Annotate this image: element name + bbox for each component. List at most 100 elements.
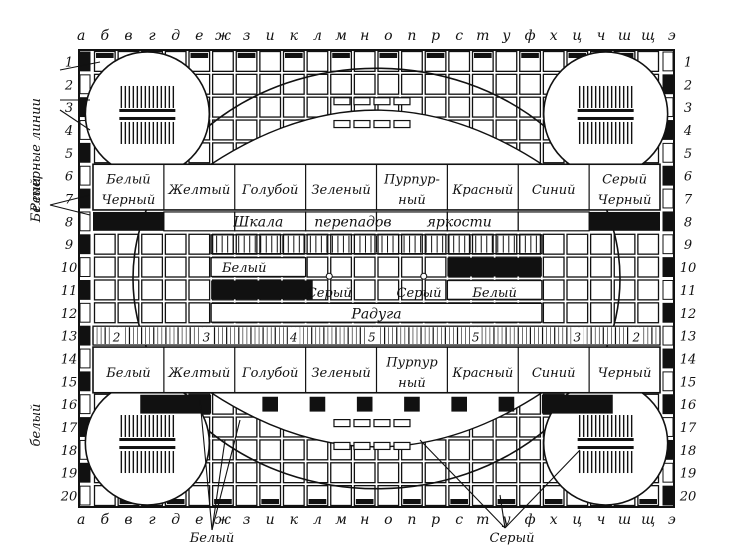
grid-cell [117,256,140,278]
grid-cell [424,256,447,278]
band-top-label: Желтый [167,183,230,198]
column-label-bottom: э [668,512,676,528]
gradient-label: Белый [471,286,516,301]
band-bottom-label: Голубой [241,366,298,381]
grid-cell [400,462,423,484]
grid-cell [471,462,494,484]
black-bar-left [140,394,212,414]
grid-cell [589,279,612,301]
grid-cell [400,279,423,301]
column-label-top: ц [572,28,582,44]
grid-cell [495,462,518,484]
row-label-right: 5 [684,147,692,162]
bottom-dash [497,499,516,504]
grid-cell [542,233,565,255]
center-block-bottom [353,419,371,428]
edge-block-right [662,302,674,323]
resolution-bar [119,446,176,450]
leader-line [211,419,241,531]
column-label-top: д [171,28,180,44]
grid-cell [306,256,329,278]
band-top-label-line2: Черный [598,193,652,208]
black-square [498,396,515,412]
row-label-left: 20 [60,490,78,505]
grid-cell [400,73,423,95]
column-label-bottom: ф [525,512,536,528]
grid-cell [353,462,376,484]
column-label-bottom: ц [572,512,582,528]
edge-block-left [79,165,91,186]
band-top-label: Пурпур- [383,173,440,188]
grid-cell [542,279,565,301]
edge-block-right [662,280,674,300]
grid-cell [424,96,447,118]
row-label-left: 7 [65,193,74,208]
scale-label: Шкала [232,214,283,230]
top-dash [190,53,209,58]
freq-mark: 5 [368,330,376,344]
row-label-right: 7 [684,193,693,208]
grid-cell [164,279,187,301]
column-label-bottom: к [290,512,299,528]
column-label-top: щ [641,28,655,44]
resolution-circle-bottom-left-wedges [119,415,176,474]
grid-cell [306,439,329,461]
edge-block-right [662,74,674,95]
column-label-top: ж [215,28,231,44]
grid-cell [542,50,565,73]
grid-cell [613,233,636,255]
column-label-top: у [501,28,511,44]
edge-block-left [79,302,91,323]
center-block-top [333,119,351,129]
edge-block-left [79,485,91,506]
grid-cell [353,279,376,301]
edge-block-left [79,371,91,392]
scale-black-left [93,211,164,231]
freq-mark-bg [287,327,300,345]
grid-cell [495,416,518,438]
row-label-right: 6 [684,170,692,185]
resolution-bar [577,438,634,442]
grid-cell [259,50,282,73]
band-bottom-label: Белый [105,366,150,381]
grid-cell [117,279,140,301]
row-label-left: 19 [61,467,78,482]
grid-cell [188,256,211,278]
grid-cell [519,73,542,95]
edge-block-left [79,188,91,209]
grid-cell [330,462,353,484]
freq-frame [210,234,543,255]
grey-bottom-label: Серый [490,531,535,546]
grid-cell [282,484,305,507]
black-square [262,396,278,412]
gradient-label: Серый [307,286,352,301]
center-block-top [333,97,351,106]
row-label-right: 10 [680,261,697,276]
top-dash [332,53,350,58]
grid-cell [330,484,353,507]
row-label-left: 5 [65,147,73,162]
black-bar-right [541,394,613,414]
label-layer: ааббввггддеежжззииккллммннооппррссттууфф… [29,28,697,546]
edge-block-left [79,211,91,232]
resolution-bar [577,446,634,450]
center-block-bottom [393,441,411,451]
grid-cell [495,233,518,255]
row-label-right: 18 [680,444,697,459]
grid-cell [211,73,234,95]
edge-block-left [79,462,91,483]
grid-cell [519,233,542,255]
grid-cell [471,96,494,118]
column-label-bottom: м [335,512,347,528]
bottom-dash [403,499,421,504]
grid-cell [542,302,565,324]
grid-cell [637,256,660,278]
grid-cell [400,256,423,278]
freq-mark-bg [110,327,123,345]
grid-cell [211,50,234,73]
freq-mark-bg [469,327,482,345]
leader-line [199,399,213,531]
column-label-bottom: щ [641,512,655,528]
grid-cell [377,73,400,95]
